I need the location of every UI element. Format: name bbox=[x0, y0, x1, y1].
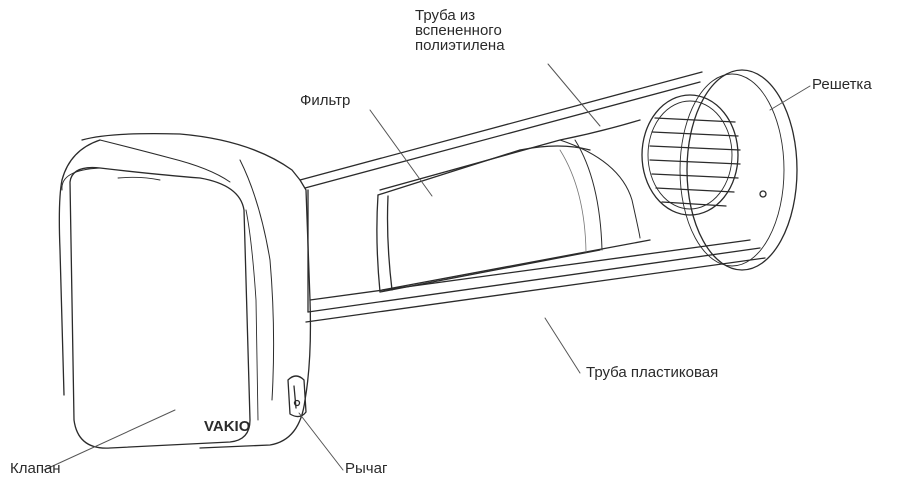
leader-lever bbox=[298, 412, 344, 471]
valve-panel bbox=[61, 166, 259, 449]
brand-logo: VAKIO bbox=[204, 418, 251, 435]
label-plastic-tube: Труба пластиковая bbox=[586, 364, 719, 381]
leader-plastic-tube bbox=[544, 317, 581, 374]
label-filter: Фильтр bbox=[300, 92, 351, 109]
plastic-tube bbox=[299, 71, 766, 323]
leader-valve bbox=[43, 409, 176, 471]
filter bbox=[376, 139, 603, 293]
valve-housing bbox=[58, 132, 312, 449]
label-lever: Рычаг bbox=[345, 460, 388, 477]
leader-foam-tube bbox=[547, 63, 601, 127]
leader-grille bbox=[769, 85, 811, 111]
label-valve: Клапан bbox=[10, 460, 61, 477]
brand-logo-text: VAKIO bbox=[204, 418, 251, 435]
foam-tube bbox=[379, 119, 651, 291]
grille bbox=[641, 69, 798, 271]
label-grille: Решетка bbox=[812, 76, 872, 93]
label-foam-tube: Труба из вспененного полиэтилена bbox=[415, 8, 505, 53]
label-foam-tube-line-2: вспененного bbox=[415, 22, 502, 39]
label-foam-tube-line-3: полиэтилена bbox=[415, 37, 505, 54]
leader-lines bbox=[43, 63, 811, 471]
lever bbox=[287, 375, 307, 418]
label-foam-tube-line-1: Труба из bbox=[415, 7, 476, 24]
leader-filter bbox=[369, 109, 433, 197]
